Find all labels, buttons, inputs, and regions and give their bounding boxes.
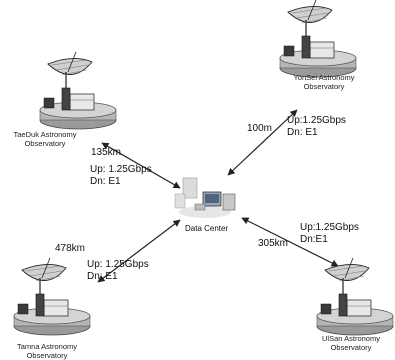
site-name-line2: Observatory xyxy=(312,343,390,352)
site-name-line2: Observatory xyxy=(8,139,82,148)
distance-label-yonsei: 100m xyxy=(247,123,272,134)
bandwidth-up-tamna: Up: 1.25Gbps xyxy=(87,259,149,270)
site-name-line1: TaeDuk Astronomy xyxy=(8,130,82,139)
site-name-line2: Observatory xyxy=(285,82,363,91)
site-name-yonsei: YonSei Astronomy Observatory xyxy=(285,73,363,91)
site-name-tamna: Tamna Astronomy Observatory xyxy=(10,342,84,360)
radio-telescope-icon xyxy=(317,258,393,335)
site-name-line1: YonSei Astronomy xyxy=(285,73,363,82)
radio-telescope-icon xyxy=(280,0,356,77)
bandwidth-up-ulsan: Up:1.25Gbps xyxy=(300,222,359,233)
radio-telescope-icon xyxy=(14,258,90,335)
distance-label-tamna: 478km xyxy=(55,243,85,254)
bandwidth-up-tasduk: Up: 1.25Gbps xyxy=(90,164,152,175)
bandwidth-dn-tamna: Dn: E1 xyxy=(87,271,118,282)
server-computer-icon xyxy=(175,178,235,218)
site-name-tasduk: TaeDuk Astronomy Observatory xyxy=(8,130,82,148)
site-name-line1: Tamna Astronomy xyxy=(10,342,84,351)
data-center-label: Data Center xyxy=(185,223,228,234)
bandwidth-dn-yonsei: Dn: E1 xyxy=(287,127,318,138)
bandwidth-dn-tasduk: Dn: E1 xyxy=(90,176,121,187)
bandwidth-up-yonsei: Up:1.25Gbps xyxy=(287,115,346,126)
site-name-ulsan: UlSan Astronomy Observatory xyxy=(312,334,390,352)
site-name-line1: UlSan Astronomy xyxy=(312,334,390,343)
site-name-line2: Observatory xyxy=(10,351,84,360)
radio-telescope-icon xyxy=(40,52,116,129)
distance-label-ulsan: 305km xyxy=(258,238,288,249)
distance-label-tasduk: 135km xyxy=(91,147,121,158)
bandwidth-dn-ulsan: Dn:E1 xyxy=(300,234,328,245)
